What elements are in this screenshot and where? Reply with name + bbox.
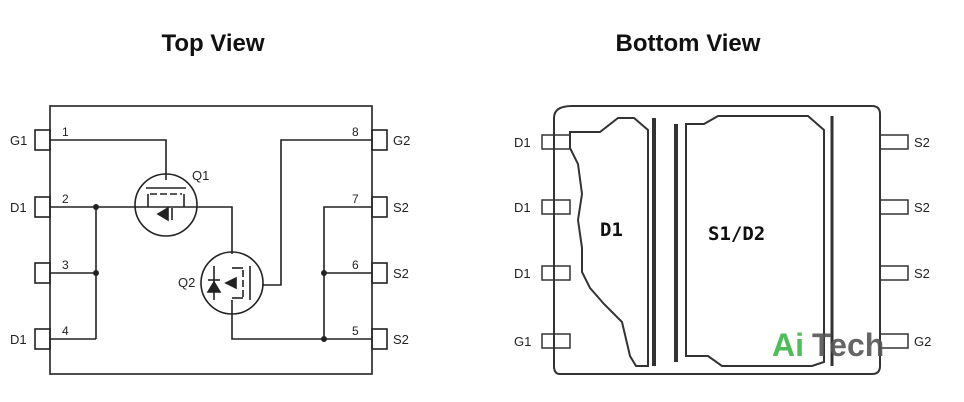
bottom-left-pin-4-tab (541, 333, 571, 349)
aitech-watermark-logo: Ai Tech (772, 327, 884, 363)
top-right-pin-5-label: S2 (393, 332, 409, 347)
bottom-view-labels: D1 D1 D1 G1 S2 S2 S2 G2 D1 S1/D2 (514, 135, 931, 349)
bottom-right-pin-2-tab (879, 199, 909, 215)
top-view-title: Top View (161, 30, 265, 57)
bottom-left-pin-1-label: D1 (514, 135, 531, 150)
bottom-right-pin-3-tab (879, 265, 909, 281)
top-left-pin-2-number: 2 (62, 192, 69, 206)
top-right-pin-6-label: S2 (393, 266, 409, 281)
bottom-left-pin-3-tab (541, 265, 571, 281)
bottom-left-pin-2-label: D1 (514, 200, 531, 215)
bottom-right-pin-2-label: S2 (914, 200, 930, 215)
junction-dots (93, 204, 327, 342)
bottom-view-title: Bottom View (615, 30, 761, 57)
top-pin-1-tab (34, 129, 51, 151)
top-left-pin-1-number: 1 (62, 125, 69, 139)
top-right-pin-7-number: 7 (352, 192, 359, 206)
top-pin-4-tab (34, 328, 51, 350)
pad-d1 (569, 117, 649, 367)
watermark-part-tech: Tech (812, 327, 884, 363)
q1-label: Q1 (192, 168, 209, 183)
bottom-right-pin-4-tab (879, 333, 909, 349)
top-left-pin-2-label: D1 (10, 200, 27, 215)
bottom-right-pin-4-label: G2 (914, 334, 931, 349)
q1-mosfet-symbol (134, 173, 198, 237)
bottom-view-package (541, 105, 909, 375)
bottom-left-pin-4-label: G1 (514, 334, 531, 349)
bottom-view-package-outline (553, 105, 881, 375)
top-right-pin-6-number: 6 (352, 258, 359, 272)
top-left-pin-3-number: 3 (62, 258, 69, 272)
q2-label: Q2 (178, 275, 195, 290)
top-view-labels: G1 D1 D1 1 2 3 4 8 7 6 5 G2 S2 S2 S2 Q1 … (10, 125, 410, 347)
q2-mosfet-symbol (200, 251, 264, 315)
top-right-pin-8-number: 8 (352, 125, 359, 139)
top-left-pin-1-label: G1 (10, 133, 27, 148)
top-view-package-outline (49, 105, 373, 375)
top-view-schematic (34, 105, 388, 375)
bottom-left-pin-2-tab (541, 199, 571, 215)
top-pin-8-tab (371, 129, 388, 151)
bottom-left-pin-1-tab (541, 134, 571, 150)
top-left-pin-4-number: 4 (62, 324, 69, 338)
top-left-pin-4-label: D1 (10, 332, 27, 347)
top-view-wiring (50, 139, 372, 340)
pad-d1-label: D1 (600, 219, 623, 241)
top-pin-2-tab (34, 196, 51, 218)
top-pin-6-tab (371, 262, 388, 284)
top-right-pin-5-number: 5 (352, 324, 359, 338)
bottom-left-pin-3-label: D1 (514, 266, 531, 281)
top-right-pin-8-label: G2 (393, 133, 410, 148)
bottom-right-pin-3-label: S2 (914, 266, 930, 281)
top-pin-7-tab (371, 196, 388, 218)
bottom-right-pin-1-label: S2 (914, 135, 930, 150)
pad-s1-d2-label: S1/D2 (708, 223, 765, 245)
top-pin-3-tab (34, 262, 51, 284)
bottom-right-pin-1-tab (879, 134, 909, 150)
pad-s1-d2 (685, 115, 825, 367)
top-pin-5-tab (371, 328, 388, 350)
watermark-part-ai: Ai (772, 327, 804, 363)
top-right-pin-7-label: S2 (393, 200, 409, 215)
